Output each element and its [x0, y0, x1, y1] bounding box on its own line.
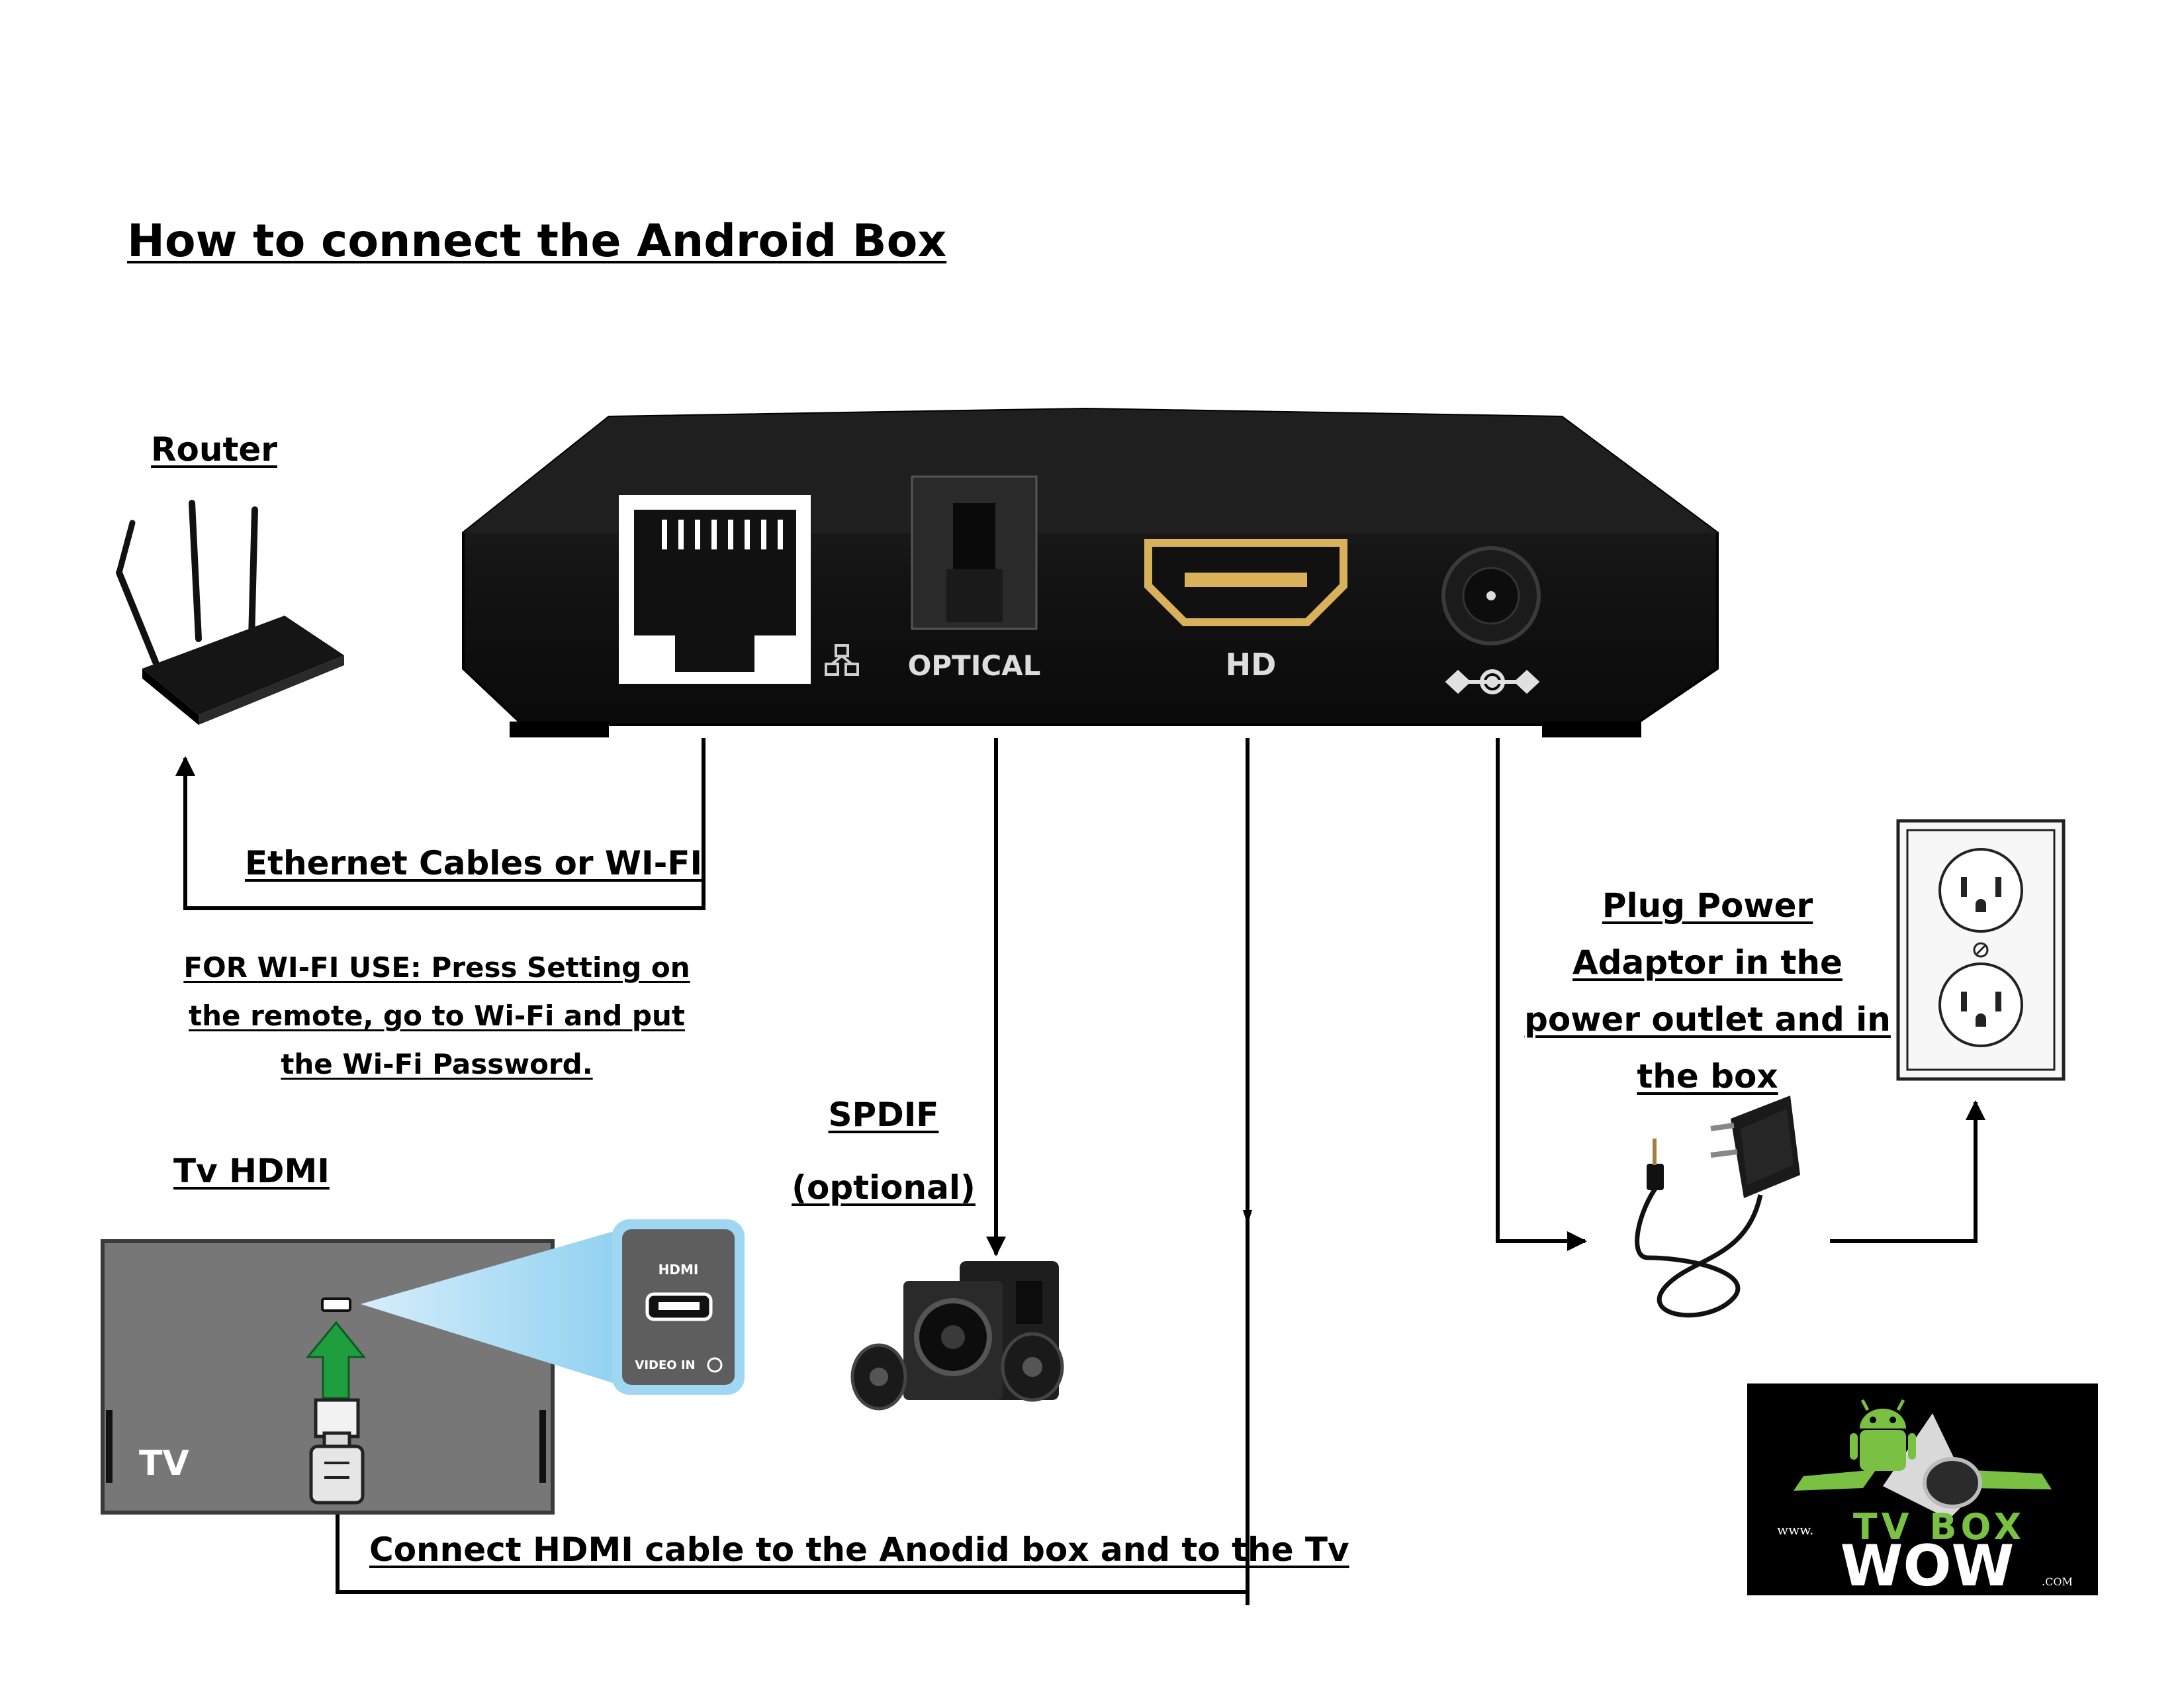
optical-port: [911, 475, 1038, 630]
wall-outlet-image: [1896, 819, 2066, 1081]
tv-hdmi-label: Tv HDMI: [173, 1152, 330, 1190]
dc-polarity-icon: [1445, 669, 1540, 694]
power-cable-line: [1496, 738, 1587, 1251]
speaker-image: [850, 1261, 1064, 1411]
spdif-optional-label: (optional): [792, 1168, 976, 1207]
router-image: [116, 500, 344, 725]
input-arrow-icon: [707, 1357, 723, 1373]
hdmi-callout: HDMI VIDEO IN: [612, 1219, 745, 1395]
wifi-instructions: FOR WI-FI USE: Press Setting on the remo…: [183, 951, 690, 1080]
spdif-label: SPDIF: [828, 1096, 939, 1134]
hdmi-plug-icon: [305, 1321, 367, 1505]
logo-tv-box: TV BOX: [1853, 1506, 2025, 1548]
logo-com: .COM: [2042, 1575, 2073, 1588]
android-box: OPTICAL HD: [462, 407, 1719, 737]
dc-power-port: [1441, 546, 1541, 645]
ethernet-label: Ethernet Cables or WI-FI: [245, 844, 703, 882]
power-adaptor-instructions: Plug Power Adaptor in the power outlet a…: [1524, 886, 1891, 1096]
network-icon: [825, 644, 859, 676]
tv-label: TV: [139, 1444, 189, 1483]
callout-hdmi-label: HDMI: [659, 1262, 699, 1278]
power-adaptor-image: [1635, 1096, 1800, 1318]
ethernet-port: [619, 495, 811, 684]
ethernet-cable-line: [175, 738, 705, 910]
logo-wow: WOW: [1841, 1533, 2015, 1599]
callout-video-in-label: VIDEO IN: [635, 1358, 695, 1372]
page-title: How to connect the Android Box: [127, 215, 947, 267]
optical-port-label: OPTICAL: [908, 649, 1041, 682]
tvboxwow-logo: www. TV BOX WOW .COM: [1747, 1383, 2098, 1599]
connection-lines: [175, 738, 1985, 1605]
logo-www: www.: [1777, 1522, 1813, 1538]
adaptor-to-outlet-line: [1830, 1100, 1985, 1243]
hdmi-cable-label: Connect HDMI cable to the Anodid box and…: [369, 1530, 1349, 1569]
router-label: Router: [151, 430, 277, 469]
hdmi-port: [1144, 539, 1347, 626]
hdmi-cable-line: [336, 1506, 1248, 1594]
hd-port-label: HD: [1226, 647, 1277, 682]
